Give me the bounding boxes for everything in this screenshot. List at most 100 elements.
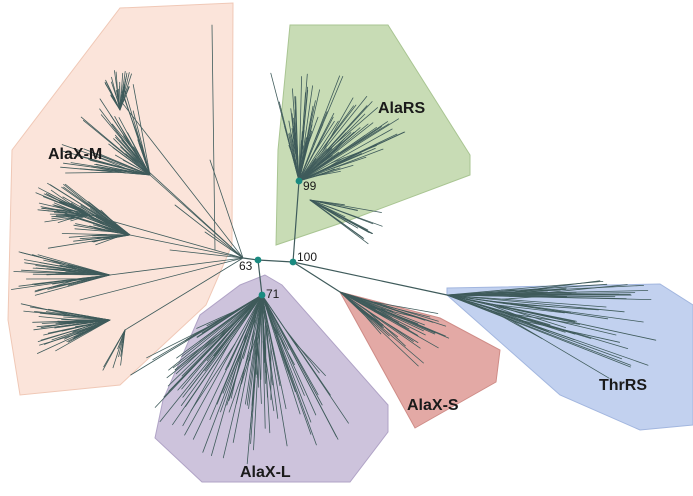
branch-alax-s bbox=[372, 306, 436, 335]
branch-alars bbox=[317, 104, 357, 156]
branch-alax-m bbox=[125, 153, 141, 166]
branch-alax-m bbox=[118, 163, 151, 176]
branch-alax-m bbox=[204, 231, 244, 259]
branch-alax-s bbox=[365, 308, 414, 342]
branch-alax-l bbox=[235, 351, 249, 404]
branch-alax-m bbox=[84, 319, 111, 323]
branch-alars bbox=[309, 199, 333, 213]
branch-alax-l bbox=[228, 346, 253, 413]
branch-alax-m bbox=[34, 281, 85, 296]
branch-alax-l bbox=[265, 326, 273, 386]
node-marker-100 bbox=[289, 258, 297, 266]
branch-alax-l bbox=[256, 294, 263, 355]
bootstrap-labels: 63 71 99 100 bbox=[239, 179, 317, 301]
branch-alax-l bbox=[182, 339, 232, 427]
branch-alax-l bbox=[190, 343, 236, 412]
branch-alax-m bbox=[105, 234, 131, 236]
branch-alars bbox=[331, 128, 393, 164]
branch-alax-m bbox=[59, 264, 93, 273]
branch-alax-l bbox=[175, 322, 233, 375]
branch-alax-l bbox=[213, 327, 238, 357]
branch-alax-l bbox=[198, 316, 233, 342]
branch-alax-l bbox=[261, 294, 293, 341]
branch-alax-m bbox=[10, 279, 76, 290]
branch-alax-m bbox=[57, 310, 89, 317]
branch-thrrs bbox=[509, 313, 581, 325]
branch-alars bbox=[329, 123, 390, 161]
branch-alax-m bbox=[129, 234, 244, 259]
branch-alax-m bbox=[123, 73, 132, 98]
branch-alax-l bbox=[261, 294, 272, 323]
clade-label-thrrs: ThrRS bbox=[599, 377, 647, 394]
branch-alax-l bbox=[261, 294, 269, 328]
bootstrap-label-99: 99 bbox=[303, 179, 317, 193]
branch-alars bbox=[333, 118, 400, 160]
branch-alax-l bbox=[264, 342, 271, 434]
branch-alax-m bbox=[24, 262, 81, 272]
branch-alax-l bbox=[244, 332, 257, 405]
branch-alax-s bbox=[354, 303, 383, 328]
branch-alax-l bbox=[180, 333, 235, 407]
branch-alax-l bbox=[220, 335, 248, 413]
branch-alars bbox=[321, 205, 346, 218]
branch-alax-s bbox=[377, 307, 450, 339]
branch-alax-m bbox=[79, 257, 244, 301]
branch-alax-m bbox=[33, 322, 84, 331]
branch-alax-l bbox=[196, 310, 236, 329]
branch-alax-s bbox=[369, 306, 419, 336]
branch-alars bbox=[327, 156, 367, 171]
branch-alax-m bbox=[34, 310, 84, 318]
branch-alax-m bbox=[54, 322, 91, 329]
branch-thrrs bbox=[509, 295, 627, 300]
branch-thrrs bbox=[510, 319, 632, 366]
branch-alax-m bbox=[127, 132, 143, 161]
branch-alax-m bbox=[77, 155, 126, 169]
branch-alax-m bbox=[95, 210, 119, 228]
branch-alax-m bbox=[124, 89, 142, 146]
branch-alax-m bbox=[119, 99, 244, 259]
branch-alax-m bbox=[55, 330, 92, 352]
branch-alax-m bbox=[39, 331, 85, 346]
branch-alax-m bbox=[62, 196, 107, 223]
branch-alax-m bbox=[122, 84, 124, 98]
branch-thrrs bbox=[446, 294, 493, 312]
branch-alars bbox=[311, 148, 338, 171]
branch-alax-m bbox=[211, 24, 216, 251]
branch-alax-m bbox=[110, 94, 118, 106]
branch-thrrs bbox=[508, 300, 625, 313]
branch-alax-m bbox=[75, 322, 96, 328]
branch-thrrs bbox=[501, 280, 604, 291]
branch-alax-m bbox=[79, 168, 126, 174]
branch-alax-s bbox=[355, 300, 377, 310]
branch-thrrs bbox=[446, 294, 511, 297]
branch-thrrs bbox=[491, 308, 576, 335]
branch-alax-m bbox=[45, 268, 88, 274]
branch-alars bbox=[293, 117, 298, 150]
branch-alars bbox=[321, 201, 345, 206]
branch-alars bbox=[278, 101, 293, 154]
branch-alax-m bbox=[103, 226, 118, 232]
clade-regions bbox=[7, 2, 693, 483]
trunk-alars bbox=[292, 180, 300, 263]
branch-alax-l bbox=[174, 326, 230, 371]
branch-alars bbox=[332, 133, 398, 166]
branch-thrrs bbox=[491, 310, 543, 340]
branch-alars bbox=[298, 159, 314, 182]
branch-alax-s bbox=[354, 304, 382, 335]
branch-alax-m bbox=[37, 326, 87, 343]
branch-alars bbox=[291, 128, 297, 157]
branch-alax-l bbox=[226, 333, 251, 406]
branch-alars bbox=[312, 170, 341, 177]
branch-alax-s bbox=[366, 317, 419, 367]
branch-alars bbox=[324, 122, 374, 162]
branch-alax-m bbox=[76, 214, 91, 217]
branch-alax-l bbox=[271, 321, 290, 374]
branch-alax-m bbox=[83, 274, 111, 283]
branch-alax-m bbox=[36, 321, 85, 328]
branch-alax-l bbox=[262, 341, 266, 429]
branch-alax-m bbox=[68, 234, 107, 238]
branch-alars bbox=[312, 120, 339, 161]
trunk-thrrs bbox=[292, 261, 448, 296]
branch-alax-m bbox=[93, 318, 111, 321]
